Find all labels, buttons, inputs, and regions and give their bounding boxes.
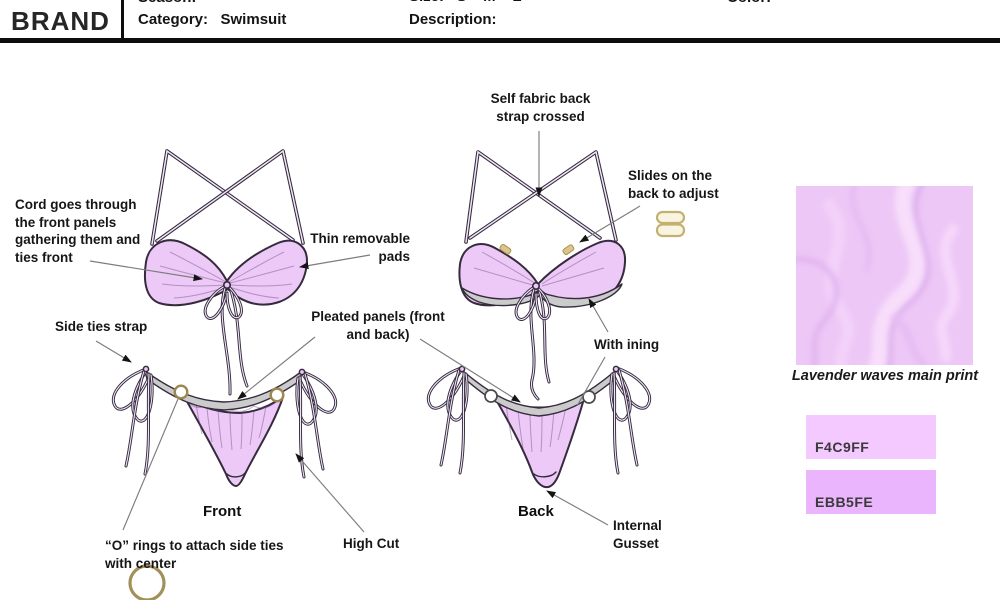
main-print-swatch: [796, 186, 973, 365]
description-field: Description:: [409, 11, 497, 28]
slides-note: Slides on the back to adjust: [628, 168, 719, 201]
category-field: Category: Swimsuit: [138, 11, 287, 28]
pads-note: Thin removable pads: [310, 231, 410, 264]
color-code-2: EBB5FE: [815, 494, 874, 510]
slider-hardware-icon: [655, 210, 686, 238]
leader-lines: [89, 131, 641, 533]
high-cut-note: High Cut: [343, 536, 400, 551]
o-rings-note: “O” rings to attach side ties with cente…: [105, 538, 284, 571]
color-swatch-1: F4C9FF: [806, 415, 936, 459]
pleated-note: Pleated panels (front and back): [311, 309, 445, 342]
header-divider: [121, 0, 124, 43]
o-ring-icon: [582, 390, 596, 404]
internal-gusset-note: Internal Gusset: [613, 518, 662, 551]
o-ring-icon: [484, 389, 498, 403]
self-fabric-note: Self fabric back strap crossed: [490, 91, 591, 124]
brand-logo: BRAND: [11, 6, 110, 36]
back-top-drawing: [458, 150, 627, 401]
cord-note: Cord goes through the front panels gathe…: [15, 197, 141, 265]
front-top-drawing: [143, 149, 308, 396]
back-view-label: Back: [518, 503, 554, 520]
o-ring-icon: [269, 387, 285, 403]
lavender-waves-print: [796, 186, 960, 365]
back-bottom-drawing: [426, 365, 652, 489]
front-bottom-drawing: [111, 365, 338, 487]
color-code-1: F4C9FF: [815, 439, 870, 455]
print-caption: Lavender waves main print: [791, 368, 979, 384]
season-field: Season:: [138, 0, 196, 6]
header-rule: [0, 38, 1000, 43]
size-field: Size: S M L: [409, 0, 522, 5]
side-ties-note: Side ties strap: [55, 319, 148, 334]
color-field: Color:: [727, 0, 771, 6]
o-ring-hardware-icon: [128, 564, 166, 600]
lining-note: With ining: [594, 337, 660, 352]
o-ring-icon: [173, 384, 189, 400]
color-swatch-2: EBB5FE: [806, 470, 936, 514]
front-view-label: Front: [203, 503, 242, 520]
